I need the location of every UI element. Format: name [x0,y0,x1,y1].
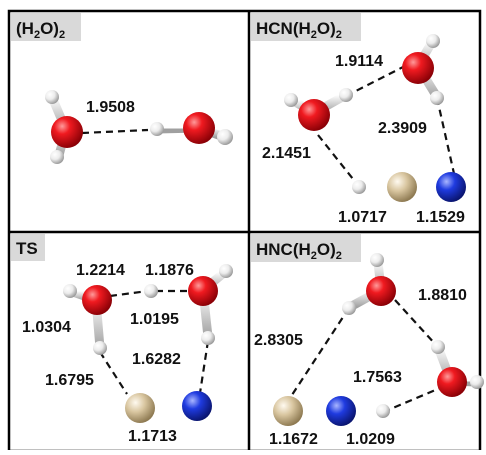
distance-label: 2.3909 [378,120,427,137]
hydrogen-atom [342,301,356,315]
hydrogen-atom [201,331,215,345]
panel-title: (H2O)2 [16,19,65,41]
bond-dashed [109,289,149,298]
bond-dashed [99,351,128,395]
hydrogen-atom [45,90,59,104]
water-molecule-1 [284,88,353,131]
water-molecule-2 [431,340,484,397]
panel-hnc-water: HNC(H2O)2 1.8810 2.8305 1.75 [251,234,484,448]
distance-label: 1.6282 [132,351,181,368]
hydrogen-atom [431,340,445,354]
distance-label: 1.0717 [338,209,387,226]
distance-label: 1.0195 [130,311,179,328]
panel-title: HNC(H2O)2 [256,240,342,262]
carbon-atom [273,396,303,426]
hydrogen-atom [93,341,107,355]
oxygen-atom [437,367,467,397]
oxygen-atom [51,116,83,148]
hydrogen-atom [339,88,353,102]
hydrogen-atom [352,180,366,194]
hydrogen-bond [435,97,457,179]
panel-hcn-water: HCN(H2O)2 1.9114 2.3909 2.14 [251,13,466,226]
hydrogen-bond [394,299,437,346]
cn-molecule [125,391,212,423]
distance-label: 1.1713 [128,428,177,445]
oxygen-atom [82,285,112,315]
hydrogen-atom [370,253,384,267]
panel-title: HCN(H2O)2 [256,19,342,41]
distance-label: 1.0209 [346,431,395,448]
nitrogen-atom [326,396,356,426]
hydrogen-atom [219,264,233,278]
hydrogen-atom [376,404,390,418]
water-molecule-2 [402,34,444,105]
distance-label: 1.0304 [22,319,71,336]
oxygen-atom [366,276,396,306]
panel-title-box [11,234,45,261]
hydrogen-atom [150,122,164,136]
distance-label: 1.9114 [335,53,383,70]
oxygen-atom [298,99,330,131]
distance-label: 2.1451 [262,145,311,162]
distance-label: 1.1876 [145,262,194,279]
hcn-molecule [352,172,466,202]
hydrogen-atom-bridging [144,284,158,298]
panel-title-box [251,234,361,262]
distance-label: 1.6795 [45,372,94,389]
hnc-molecule [273,396,390,426]
carbon-atom [125,393,155,423]
oxygen-atom [402,52,434,84]
distance-label: 1.7563 [353,369,402,386]
distance-label: 1.9508 [86,99,135,116]
panel-title-box [251,13,361,41]
water-molecule-1 [45,90,83,164]
panel-title-box [11,13,81,41]
hydrogen-bond [317,134,358,185]
carbon-atom [387,172,417,202]
ts-oxygen-right [188,264,233,345]
hydrogen-atom [430,91,444,105]
oxygen-atom [183,112,215,144]
panel-transition-state: TS 1.2214 1.1876 1.0304 1.01 [11,234,233,445]
nitrogen-atom [182,391,212,421]
hydrogen-atom [63,284,77,298]
distance-label: 1.1672 [269,431,318,448]
hydrogen-bond [387,384,446,412]
panel-title: TS [16,239,38,258]
hydrogen-atom [284,93,298,107]
distance-label: 1.2214 [76,262,125,279]
ts-oxygen-left [63,284,112,355]
hydrogen-atom [426,34,440,48]
hydrogen-bond [289,307,350,399]
hydrogen-atom [50,150,64,164]
distance-label: 1.8810 [418,287,467,304]
hydrogen-atom [470,375,484,389]
bond-dashed [198,340,210,394]
hydrogen-atom [217,129,233,145]
distance-label: 2.8305 [254,332,303,349]
water-molecule-2 [150,112,233,145]
water-molecule-1 [342,253,396,315]
nitrogen-atom [436,172,466,202]
oxygen-atom [188,276,218,306]
panel-water-dimer: (H2O)2 1.9508 [11,13,233,164]
distance-label: 1.1529 [416,209,465,226]
